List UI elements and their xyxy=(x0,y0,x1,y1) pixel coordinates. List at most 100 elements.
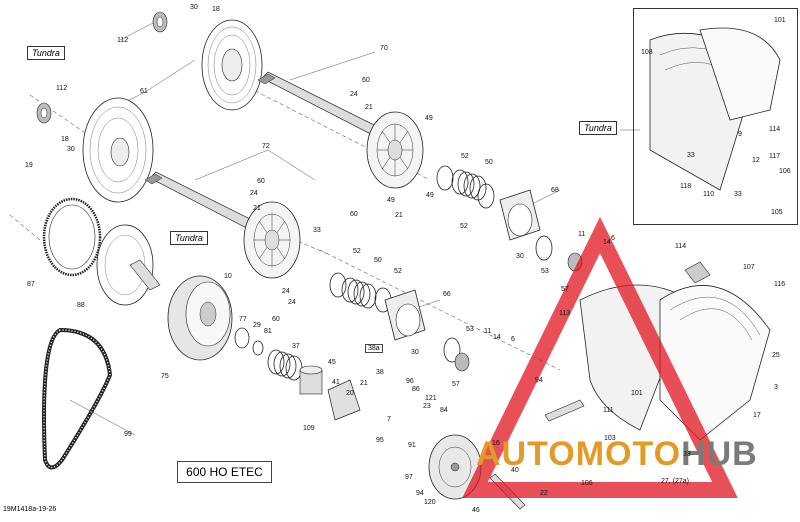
part-number: 57 xyxy=(561,286,569,293)
part-number: 18 xyxy=(61,136,69,143)
part-number: 14 xyxy=(493,334,501,341)
part-number: 113 xyxy=(559,310,571,317)
inset-guard-101 xyxy=(699,27,781,121)
drawing-code: 19M1418a-19-26 xyxy=(3,506,57,513)
part-number: 49 xyxy=(387,197,395,204)
part-number: 49 xyxy=(425,115,433,122)
part-number: 33 xyxy=(313,227,321,234)
callout-tundra-2: Tundra xyxy=(170,231,208,245)
part-number: 109 xyxy=(303,425,315,432)
part-number: 11 xyxy=(484,328,492,335)
sleeve-45 xyxy=(299,365,323,395)
part-number: 75 xyxy=(161,373,169,380)
part-number: 106 xyxy=(581,480,593,487)
part-number: 29 xyxy=(253,322,261,329)
part-number: 11 xyxy=(578,231,586,238)
ring-gear xyxy=(42,197,102,277)
part-number: 60 xyxy=(350,211,358,218)
part-number: 52 xyxy=(460,223,468,230)
part-number: 96 xyxy=(406,378,414,385)
part-number: 19 xyxy=(25,162,33,169)
part-number: 86 xyxy=(412,386,420,393)
sheave-upper xyxy=(201,19,263,111)
part-number: 21 xyxy=(360,380,368,387)
part-number: 21 xyxy=(395,212,403,219)
part-number: 107 xyxy=(743,264,755,271)
part-number: 37 xyxy=(292,343,300,350)
part-number: 30 xyxy=(411,349,419,356)
part-number: 108 xyxy=(641,49,653,56)
part-number: 33 xyxy=(683,451,691,458)
cam-lower xyxy=(384,289,426,341)
part-number: 30 xyxy=(190,4,198,11)
callout-tundra-1: Tundra xyxy=(27,46,65,60)
part-number: 94 xyxy=(416,490,424,497)
reference-box-38a: 38a xyxy=(365,344,383,353)
part-number: 38 xyxy=(376,369,384,376)
part-number: 24 xyxy=(282,288,290,295)
part-number: 24 xyxy=(350,91,358,98)
part-number: 60 xyxy=(272,316,280,323)
part-number: 23 xyxy=(423,403,431,410)
shaft-lower xyxy=(144,171,269,237)
part-number: 52 xyxy=(353,248,361,255)
part-number: 61 xyxy=(140,88,148,95)
part-number: 41 xyxy=(332,379,340,386)
cover-97 xyxy=(428,434,482,500)
model-label: 600 HO ETEC xyxy=(177,461,272,483)
part-number: 45 xyxy=(328,359,336,366)
part-number: 99 xyxy=(124,431,132,438)
washers xyxy=(234,165,553,363)
part-number: 10 xyxy=(224,273,232,280)
spring-lower xyxy=(341,277,377,309)
watermark-logo xyxy=(462,216,738,498)
part-number: 97 xyxy=(405,474,413,481)
part-number: 27, (27a) xyxy=(661,478,690,485)
part-number: 111 xyxy=(603,407,614,414)
part-number: 121 xyxy=(425,395,437,402)
part-number: 50 xyxy=(374,257,382,264)
part-number: 120 xyxy=(424,499,436,506)
part-number: 81 xyxy=(264,328,272,335)
bracket-107 xyxy=(684,261,711,284)
part-number: 53 xyxy=(466,326,474,333)
part-number: 95 xyxy=(376,437,384,444)
part-number: 117 xyxy=(769,153,781,160)
part-number: 14 xyxy=(603,239,611,246)
part-number: 84 xyxy=(440,407,448,414)
spring-center xyxy=(267,349,303,381)
spacer-113 xyxy=(544,399,585,422)
watermark-text: AUTOMOTOHUB xyxy=(476,435,758,473)
fixed-sheave xyxy=(96,224,161,306)
part-number: 24 xyxy=(288,299,296,306)
part-number: 101 xyxy=(774,17,786,24)
part-number: 6 xyxy=(611,235,615,242)
part-number: 53 xyxy=(541,268,549,275)
part-number: 72 xyxy=(262,143,270,150)
part-number: 77 xyxy=(239,316,247,323)
part-number: 9 xyxy=(738,131,742,138)
part-number: 70 xyxy=(380,45,388,52)
part-number: 30 xyxy=(67,146,75,153)
part-number: 114 xyxy=(769,126,781,133)
part-number: 112 xyxy=(56,85,68,92)
part-number: 40 xyxy=(511,467,519,474)
part-number: 60 xyxy=(362,77,370,84)
part-number: 116 xyxy=(774,281,786,288)
cam-upper xyxy=(499,189,541,241)
part-number: 30 xyxy=(516,253,524,260)
part-number: 6 xyxy=(511,336,515,343)
hub-lower xyxy=(243,201,301,279)
housing-41 xyxy=(327,379,361,421)
callout-tundra-3: Tundra xyxy=(579,121,617,135)
part-number: 18 xyxy=(212,6,220,13)
tundra-inset-frame xyxy=(633,8,798,225)
part-number: 46 xyxy=(472,507,480,514)
part-number: 112 xyxy=(117,37,129,44)
part-number: 25 xyxy=(772,352,780,359)
part-number: 20 xyxy=(346,390,354,397)
roller-57b xyxy=(454,352,470,372)
part-number: 94 xyxy=(535,377,543,384)
